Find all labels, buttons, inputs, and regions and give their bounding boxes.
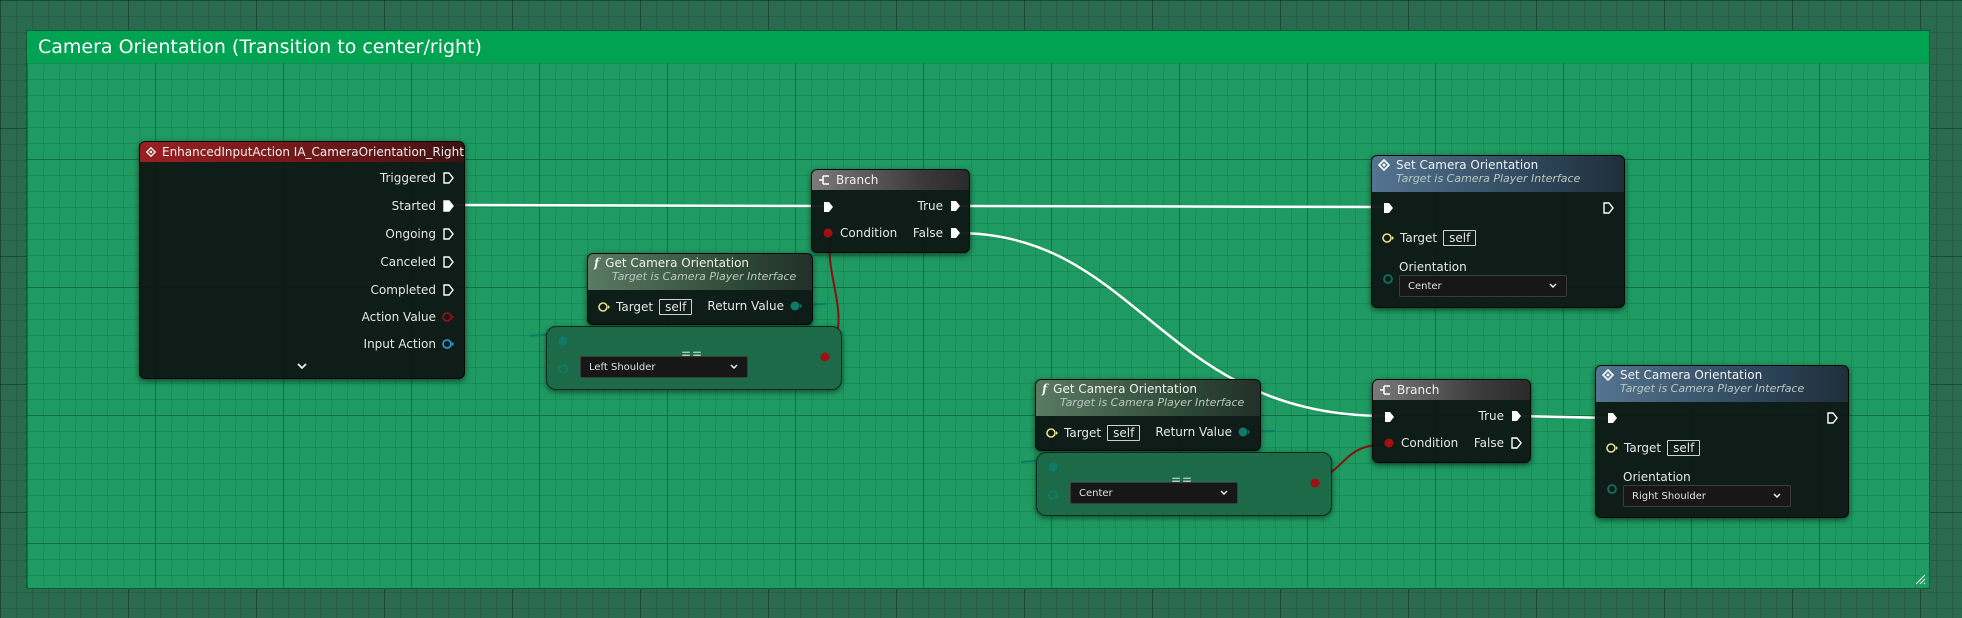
exec-out-pin-icon[interactable] xyxy=(1826,412,1838,424)
bool-pin-icon[interactable] xyxy=(822,227,834,239)
exec-pin-icon[interactable] xyxy=(949,227,961,239)
bool-out-pin-icon[interactable] xyxy=(819,351,831,363)
pin-started[interactable]: Started xyxy=(392,199,454,213)
exec-pin-icon[interactable] xyxy=(442,228,454,240)
set-camera-orientation-header[interactable]: Set Camera Orientation Target is Camera … xyxy=(1372,156,1624,192)
function-icon: f xyxy=(594,256,600,270)
pin-condition[interactable]: Condition xyxy=(1383,436,1458,450)
enum-pin-icon[interactable] xyxy=(1238,426,1250,438)
set-camera-orientation-header[interactable]: Set Camera Orientation Target is Camera … xyxy=(1596,366,1848,402)
comment-title[interactable]: Camera Orientation (Transition to center… xyxy=(27,31,1929,63)
input-action-header[interactable]: EnhancedInputAction IA_CameraOrientation… xyxy=(140,142,464,162)
target-self-field[interactable]: self xyxy=(1443,230,1477,246)
input-action-title: EnhancedInputAction IA_CameraOrientation… xyxy=(161,145,464,159)
chevron-down-icon xyxy=(1549,283,1557,288)
get-camera-orientation-node-2[interactable]: f Get Camera Orientation Target is Camer… xyxy=(1035,379,1261,451)
exec-in-pin-icon[interactable] xyxy=(1383,411,1395,423)
exec-in-pin-icon[interactable] xyxy=(1606,412,1618,424)
pin-target[interactable]: Target self xyxy=(1606,440,1701,456)
bool-pin-icon[interactable] xyxy=(442,311,454,323)
branch-icon xyxy=(1380,385,1390,395)
pin-completed[interactable]: Completed xyxy=(371,283,454,297)
branch-node-2[interactable]: Branch True Condition False xyxy=(1372,379,1531,463)
pin-true[interactable]: True xyxy=(1479,409,1523,423)
pin-target[interactable]: Target self xyxy=(1382,230,1477,246)
enum-in-pin-icon[interactable] xyxy=(1606,483,1618,495)
message-icon xyxy=(1378,159,1390,171)
pin-false[interactable]: False xyxy=(913,226,961,240)
pin-ongoing[interactable]: Ongoing xyxy=(385,227,454,241)
target-pin-icon[interactable] xyxy=(1606,442,1618,454)
exec-pin-icon[interactable] xyxy=(949,200,961,212)
chevron-down-icon xyxy=(730,364,738,369)
orientation-label: Orientation xyxy=(1623,470,1691,484)
target-pin-icon[interactable] xyxy=(598,301,610,313)
pin-target[interactable]: Target self xyxy=(1046,425,1141,441)
bool-out-pin-icon[interactable] xyxy=(1309,477,1321,489)
exec-pin-icon[interactable] xyxy=(442,284,454,296)
enum-in-pin-icon[interactable] xyxy=(1047,461,1059,473)
chevron-down-icon xyxy=(1220,490,1228,495)
orientation-dropdown[interactable]: Center xyxy=(1399,275,1567,297)
set-camera-orientation-node-2[interactable]: Set Camera Orientation Target is Camera … xyxy=(1595,365,1849,518)
exec-pin-icon[interactable] xyxy=(442,172,454,184)
branch-header[interactable]: Branch xyxy=(1373,380,1530,400)
get-camera-orientation-header[interactable]: f Get Camera Orientation Target is Camer… xyxy=(588,254,812,290)
enum-pin-icon[interactable] xyxy=(790,300,802,312)
object-pin-icon[interactable] xyxy=(442,338,454,350)
pin-input-action[interactable]: Input Action xyxy=(364,337,454,351)
get-camera-orientation-header[interactable]: f Get Camera Orientation Target is Camer… xyxy=(1036,380,1260,416)
pin-triggered[interactable]: Triggered xyxy=(380,171,454,185)
pin-false[interactable]: False xyxy=(1474,436,1522,450)
orientation-dropdown[interactable]: Left Shoulder xyxy=(580,356,748,378)
pin-canceled[interactable]: Canceled xyxy=(380,255,454,269)
bool-pin-icon[interactable] xyxy=(1383,437,1395,449)
exec-in-pin-icon[interactable] xyxy=(1382,202,1394,214)
orientation-dropdown[interactable]: Center xyxy=(1070,482,1238,504)
target-self-field[interactable]: self xyxy=(1107,425,1141,441)
enum-in-pin-icon[interactable] xyxy=(1382,273,1394,285)
equal-node-1[interactable]: == Left Shoulder xyxy=(546,326,842,390)
enum-in-pin-icon[interactable] xyxy=(557,335,569,347)
orientation-label: Orientation xyxy=(1399,260,1467,274)
pin-return-value[interactable]: Return Value xyxy=(1155,425,1250,439)
exec-pin-icon[interactable] xyxy=(442,256,454,268)
pin-target[interactable]: Target self xyxy=(598,299,693,315)
branch-header[interactable]: Branch xyxy=(812,170,969,190)
pin-condition[interactable]: Condition xyxy=(822,226,897,240)
enum-in-pin-icon[interactable] xyxy=(557,363,569,375)
message-icon xyxy=(1602,369,1614,381)
target-self-field[interactable]: self xyxy=(1667,440,1701,456)
target-self-field[interactable]: self xyxy=(659,299,693,315)
pin-return-value[interactable]: Return Value xyxy=(707,299,802,313)
pin-true[interactable]: True xyxy=(918,199,962,213)
function-icon: f xyxy=(1042,382,1048,396)
set-camera-orientation-node-1[interactable]: Set Camera Orientation Target is Camera … xyxy=(1371,155,1625,308)
event-icon xyxy=(146,146,156,158)
get-camera-orientation-node-1[interactable]: f Get Camera Orientation Target is Camer… xyxy=(587,253,813,325)
branch-node-1[interactable]: Branch True Condition False xyxy=(811,169,970,253)
input-action-node[interactable]: EnhancedInputAction IA_CameraOrientation… xyxy=(139,141,465,379)
exec-pin-icon[interactable] xyxy=(442,200,454,212)
resize-handle-icon[interactable] xyxy=(1914,573,1926,585)
exec-out-pin-icon[interactable] xyxy=(1602,202,1614,214)
exec-pin-icon[interactable] xyxy=(1510,410,1522,422)
target-pin-icon[interactable] xyxy=(1046,427,1058,439)
enum-in-pin-icon[interactable] xyxy=(1047,489,1059,501)
branch-icon xyxy=(819,175,829,185)
equal-node-2[interactable]: == Center xyxy=(1036,452,1332,516)
orientation-dropdown[interactable]: Right Shoulder xyxy=(1623,485,1791,507)
pin-action-value[interactable]: Action Value xyxy=(362,310,454,324)
exec-pin-icon[interactable] xyxy=(1510,437,1522,449)
expand-chevron-icon[interactable] xyxy=(296,360,308,372)
target-pin-icon[interactable] xyxy=(1382,232,1394,244)
chevron-down-icon xyxy=(1773,493,1781,498)
exec-in-pin-icon[interactable] xyxy=(822,201,834,213)
